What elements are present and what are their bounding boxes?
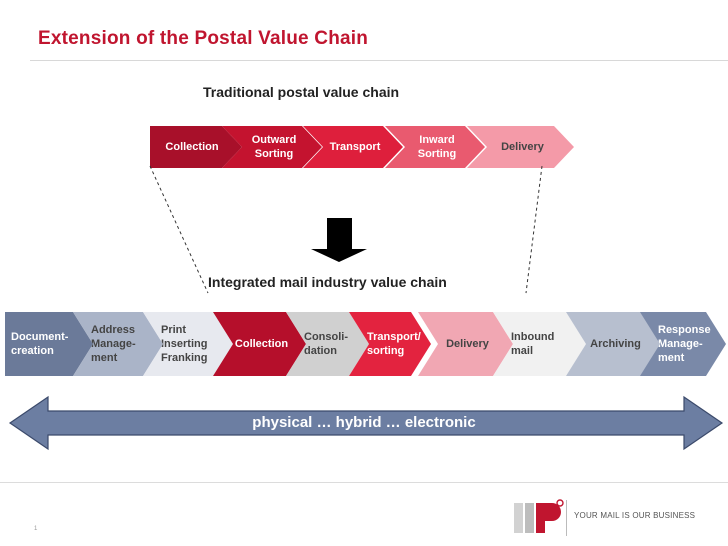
double-arrow-icon [8,395,724,451]
integrated-step-1: Document- creation [5,312,93,376]
integrated-step-label: Inbound mail [511,331,555,357]
integrated-step-label: Address Manage- ment [91,324,136,364]
traditional-step-label: Transport [329,141,381,153]
traditional-step-1: Collection [150,126,242,168]
logo-separator [566,500,567,536]
integrated-step-label: Consoli- dation [304,331,348,357]
footer-divider [0,482,728,483]
spectrum-label: physical … hybrid … electronic [252,414,476,431]
integrated-step-label: Transport/ sorting [367,331,421,357]
company-logo [514,499,564,533]
integrated-step-label: Document- creation [11,331,69,357]
down-arrow-icon [311,218,367,262]
integrated-step-label: Collection [234,338,289,350]
traditional-step-label: Collection [165,141,219,153]
integrated-step-label: Delivery [446,338,489,350]
integrated-step-label: Print Inserting Franking [161,324,208,364]
integrated-step-label: Response Manage- ment [658,324,711,364]
page-number: 1 [34,526,38,532]
traditional-step-label: Delivery [501,141,544,153]
traditional-step-label: Outward Sorting [251,134,297,160]
footer-tagline: YOUR MAIL IS OUR BUSINESS [574,511,696,520]
traditional-step-label: Inward Sorting [417,134,457,160]
title-divider [30,60,728,61]
integrated-chain-heading: Integrated mail industry value chain [208,274,447,290]
left-connector-line [149,165,209,294]
integrated-step-label: Archiving [590,338,641,350]
slide-title: Extension of the Postal Value Chain [38,28,369,49]
traditional-step-4: Inward Sorting [385,126,485,168]
traditional-chain-heading: Traditional postal value chain [203,84,400,100]
integrated-step-6: Transport/ sorting [349,312,431,376]
